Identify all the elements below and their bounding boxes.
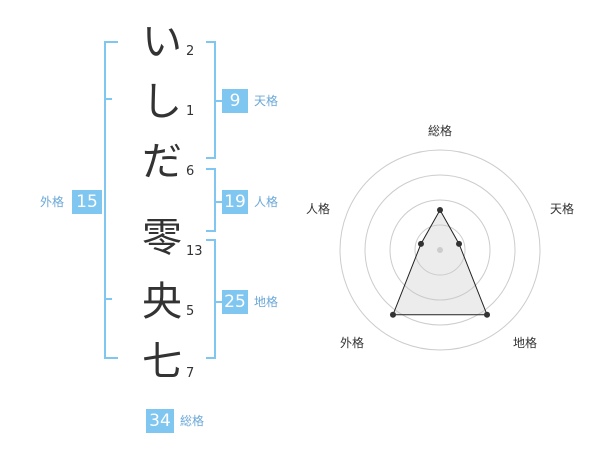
tenkaku-badge: 9 [222,89,248,113]
radar-point-4 [389,311,396,318]
name-char-6: 七 [142,339,182,385]
name-char-5: 央 [142,279,182,325]
gaikaku-label: 外格 [40,195,65,209]
soukaku-label: 総格 [180,414,205,428]
gaikaku-bracket-bottom [104,357,118,359]
name-char-4: 零 [142,215,182,261]
stroke-count-2: 1 [186,104,195,119]
jinkaku-bracket-bottom [206,230,216,232]
chikaku-bracket-bottom [206,357,216,359]
radar-point-1 [437,207,443,213]
radar-point-5 [417,240,424,247]
gaikaku-badge: 15 [72,190,102,214]
stroke-count-6: 7 [186,366,195,381]
radar-label-gaikaku: 外格 [339,336,364,350]
radar-polygon [392,208,488,316]
stroke-count-4: 13 [186,244,203,259]
radar-label-soukaku: 総格 [427,124,452,138]
radar-ring-3 [364,174,516,326]
chikaku-label: 地格 [254,295,279,309]
gaikaku-bracket-vertical [104,41,106,359]
gaikaku-bracket-tick-2 [104,298,112,300]
name-char-3: だ [142,139,182,185]
radar-ring-4 [339,149,541,351]
radar-ring-1 [414,224,466,276]
stroke-count-1: 2 [186,44,195,59]
name-char-2: し [142,79,182,125]
gaikaku-bracket-tick-1 [104,98,112,100]
chikaku-bracket-vertical [214,239,216,359]
stroke-count-5: 5 [186,304,195,319]
tenkaku-connector [214,100,222,102]
name-char-1: い [142,19,182,65]
jinkaku-label: 人格 [254,195,279,209]
jinkaku-bracket-vertical [214,168,216,232]
jinkaku-badge: 19 [222,190,248,214]
jinkaku-connector [214,201,222,203]
chikaku-badge: 25 [222,290,248,314]
radar-ring-2 [389,199,491,301]
jinkaku-bracket-top [206,168,216,170]
radar-point-2 [456,240,463,247]
radar-point-3 [484,311,491,318]
soukaku-badge: 34 [146,409,174,433]
radar-label-jinkaku: 人格 [305,202,330,216]
gaikaku-bracket-top [104,41,118,43]
tenkaku-bracket-bottom [206,157,216,159]
chikaku-connector [214,301,222,303]
radar-label-tenkaku: 天格 [549,202,574,216]
tenkaku-label: 天格 [254,94,279,108]
tenkaku-bracket-top [206,41,216,43]
radar-label-chikaku: 地格 [512,336,537,350]
chikaku-bracket-top [206,239,216,241]
stroke-count-3: 6 [186,164,195,179]
radar-center [437,247,443,253]
